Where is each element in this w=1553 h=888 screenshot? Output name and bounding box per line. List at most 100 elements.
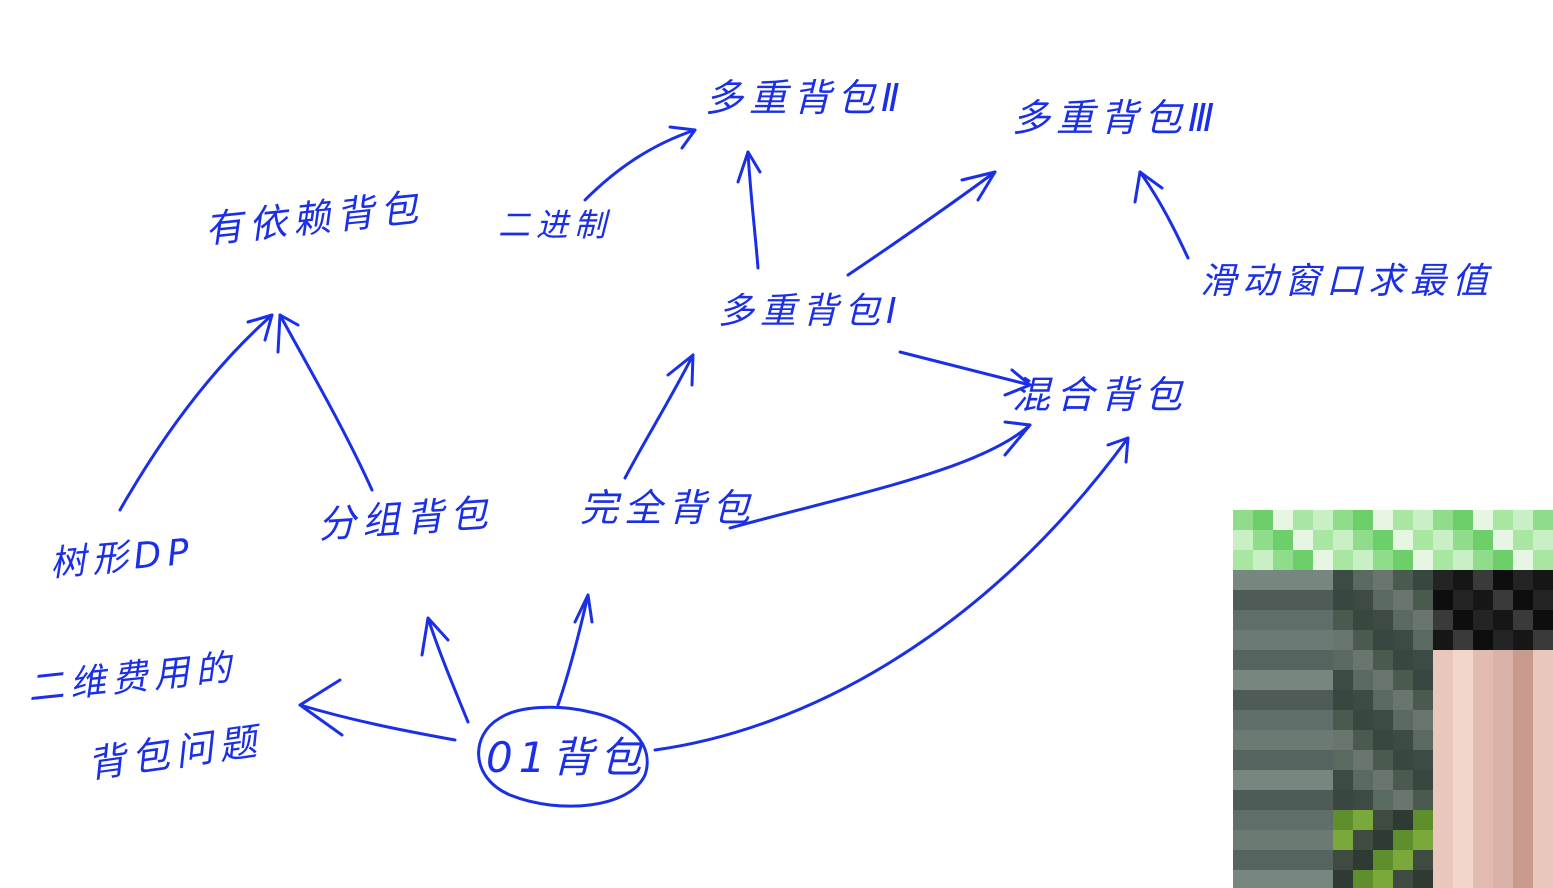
webcam-pixel (1253, 590, 1273, 610)
webcam-pixel (1513, 570, 1533, 590)
webcam-pixel (1353, 530, 1373, 550)
webcam-pixel (1413, 790, 1433, 810)
webcam-pixel (1453, 770, 1473, 790)
webcam-pixel (1513, 750, 1533, 770)
node-multi3: 多重背包Ⅲ (1012, 98, 1220, 140)
webcam-pixel (1513, 710, 1533, 730)
webcam-pixel (1393, 790, 1413, 810)
webcam-pixel (1533, 610, 1553, 630)
webcam-pixel (1293, 670, 1313, 690)
webcam-pixel (1393, 710, 1413, 730)
webcam-pixel (1393, 750, 1413, 770)
webcam-pixel (1533, 790, 1553, 810)
webcam-pixel (1253, 510, 1273, 530)
webcam-pixel (1353, 790, 1373, 810)
webcam-pixel (1533, 510, 1553, 530)
webcam-pixel (1533, 530, 1553, 550)
webcam-pixel (1293, 650, 1313, 670)
webcam-pixel (1473, 570, 1493, 590)
webcam-pixel (1273, 850, 1293, 870)
webcam-pixel (1253, 670, 1273, 690)
webcam-pixel (1393, 690, 1413, 710)
webcam-pixel (1413, 670, 1433, 690)
webcam-pixel (1253, 790, 1273, 810)
webcam-pixel (1273, 510, 1293, 530)
webcam-pixel (1393, 530, 1413, 550)
webcam-pixel (1233, 830, 1253, 850)
webcam-pixel (1513, 670, 1533, 690)
edge-zero-one-to-group (428, 618, 468, 722)
webcam-pixel (1433, 550, 1453, 570)
webcam-pixel (1253, 630, 1273, 650)
webcam-pixel (1333, 690, 1353, 710)
webcam-pixel (1453, 550, 1473, 570)
webcam-pixel (1293, 590, 1313, 610)
webcam-pixel (1273, 590, 1293, 610)
webcam-pixel (1433, 710, 1453, 730)
webcam-pixel (1333, 650, 1353, 670)
webcam-pixel (1433, 630, 1453, 650)
webcam-pixel (1533, 770, 1553, 790)
webcam-pixel (1233, 510, 1253, 530)
webcam-pixel (1413, 770, 1433, 790)
webcam-pixel (1393, 770, 1413, 790)
webcam-pixel (1353, 830, 1373, 850)
node-zero-one: 01背包 (486, 735, 647, 781)
webcam-pixel (1333, 610, 1353, 630)
webcam-pixel (1493, 750, 1513, 770)
webcam-pixel (1353, 630, 1373, 650)
webcam-pixel (1473, 670, 1493, 690)
webcam-pixel (1313, 590, 1333, 610)
webcam-pixel (1533, 690, 1553, 710)
webcam-pixel (1293, 730, 1313, 750)
webcam-pixel (1233, 850, 1253, 870)
webcam-pixel (1413, 550, 1433, 570)
webcam-pixel (1273, 570, 1293, 590)
webcam-pixel (1453, 670, 1473, 690)
webcam-pixel (1413, 510, 1433, 530)
webcam-pixel (1533, 710, 1553, 730)
webcam-pixel (1353, 650, 1373, 670)
webcam-pixel (1333, 870, 1353, 888)
webcam-pixel (1313, 810, 1333, 830)
webcam-pixel (1453, 730, 1473, 750)
webcam-pixel (1453, 710, 1473, 730)
webcam-pixel (1353, 670, 1373, 690)
webcam-pixel (1333, 790, 1353, 810)
webcam-pixel (1353, 730, 1373, 750)
edge-binary-to-multi2 (585, 130, 695, 200)
webcam-pixel (1533, 870, 1553, 888)
webcam-pixel (1293, 710, 1313, 730)
webcam-pixel (1273, 690, 1293, 710)
webcam-pixel (1313, 610, 1333, 630)
webcam-pixel (1433, 570, 1453, 590)
node-multi2: 多重背包Ⅱ (705, 78, 906, 120)
webcam-pixel (1433, 590, 1453, 610)
webcam-pixel (1373, 750, 1393, 770)
webcam-pixel (1293, 750, 1313, 770)
webcam-pixel (1533, 630, 1553, 650)
webcam-pixel (1273, 550, 1293, 570)
webcam-pixel (1253, 730, 1273, 750)
webcam-pixel (1473, 770, 1493, 790)
webcam-pixel (1413, 630, 1433, 650)
webcam-pixel (1353, 590, 1373, 610)
webcam-pixel (1453, 750, 1473, 770)
webcam-pixel (1493, 670, 1513, 690)
webcam-pixel (1433, 790, 1453, 810)
webcam-pixel (1333, 770, 1353, 790)
webcam-pixel (1313, 670, 1333, 690)
webcam-pixel (1393, 510, 1413, 530)
webcam-pixel (1273, 810, 1293, 830)
edge-multi1-to-multi3 (848, 172, 995, 275)
edge-multi1-to-mixed (900, 352, 1030, 385)
webcam-pixel (1233, 610, 1253, 630)
webcam-pixel (1513, 550, 1533, 570)
webcam-pixel (1373, 530, 1393, 550)
webcam-pixel (1293, 790, 1313, 810)
webcam-pixel (1493, 870, 1513, 888)
webcam-pixel (1353, 750, 1373, 770)
webcam-pixel (1493, 590, 1513, 610)
webcam-pixel (1353, 510, 1373, 530)
node-complete: 完全背包 (580, 488, 756, 530)
